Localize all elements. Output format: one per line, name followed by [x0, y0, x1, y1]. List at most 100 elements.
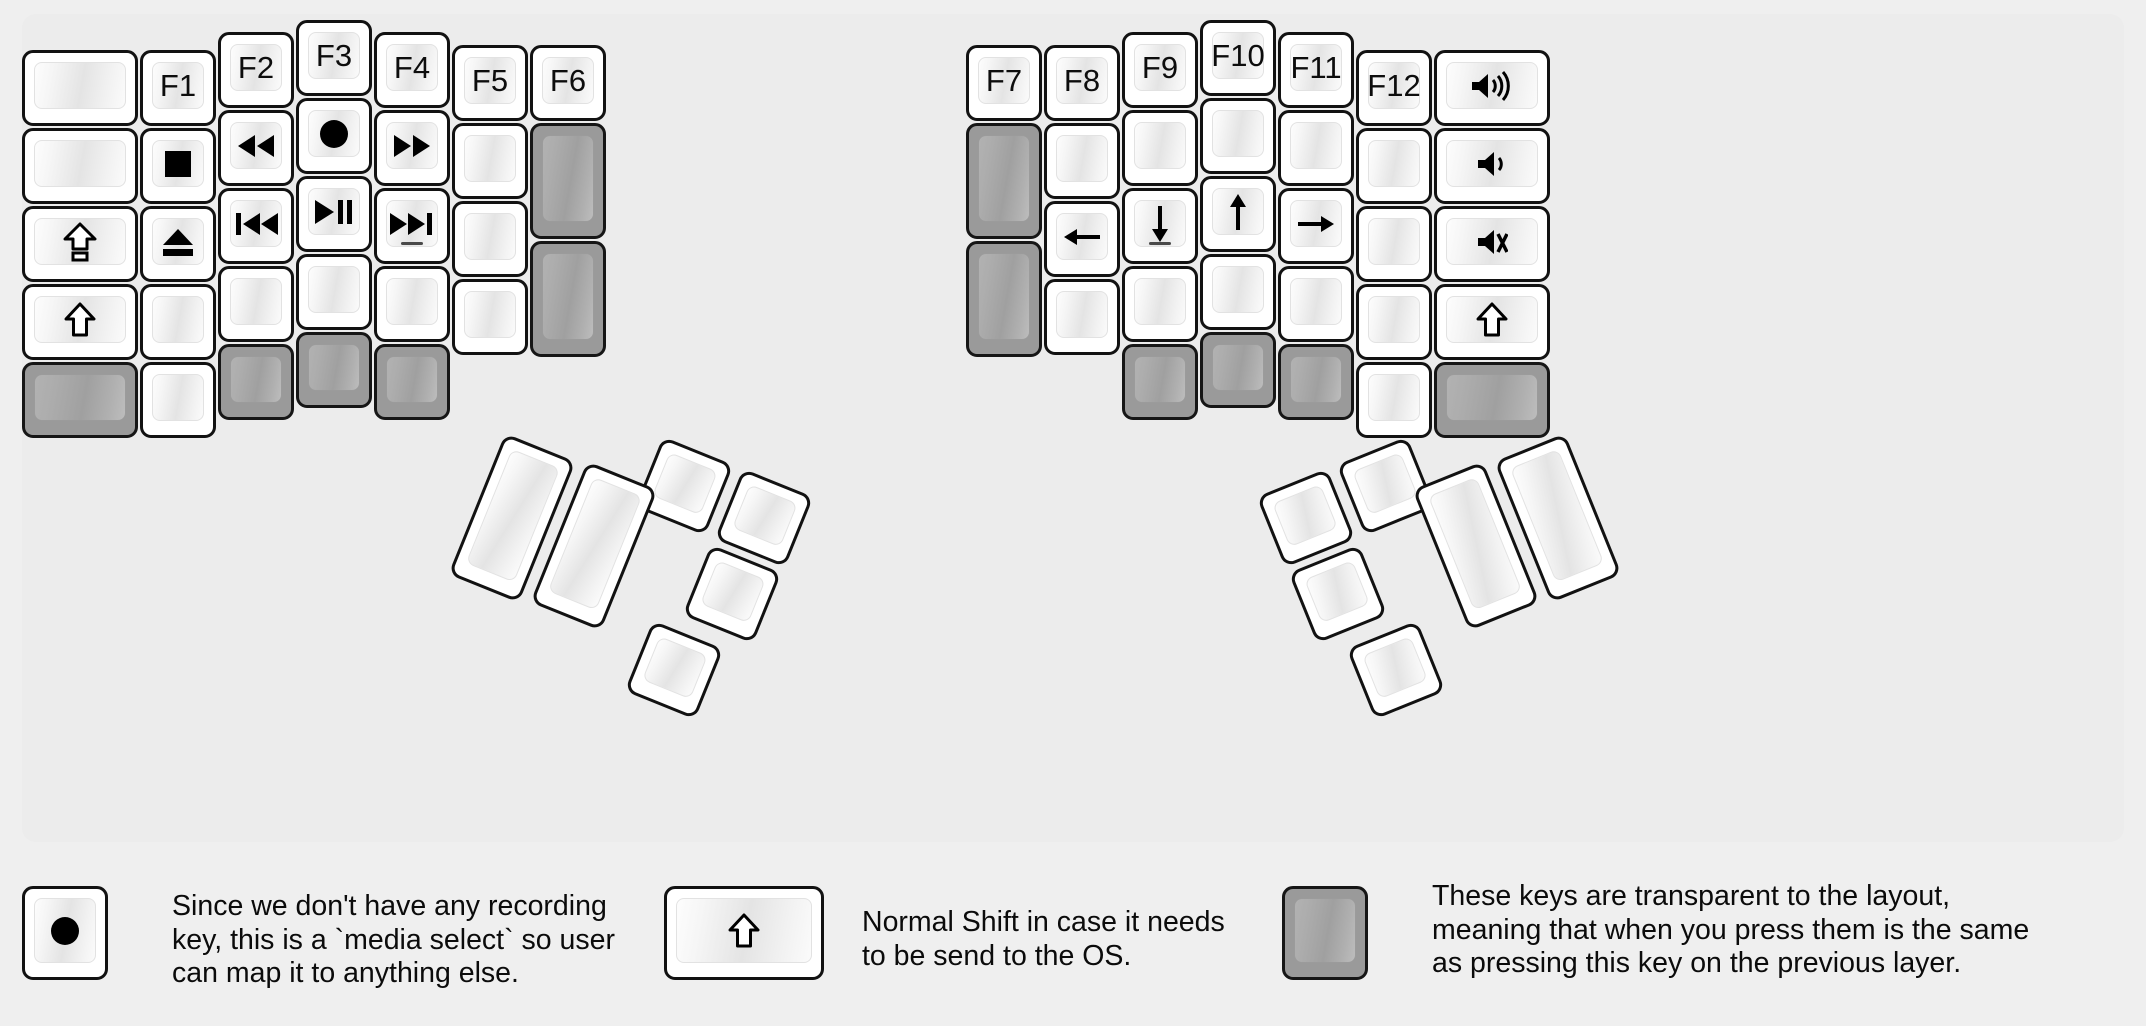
right-pinky-key-0[interactable]: F12	[1356, 50, 1432, 126]
right-pinky-outer-key-2[interactable]	[1434, 206, 1550, 282]
key-cap: F2	[230, 44, 282, 91]
left-index-key-0[interactable]: F4	[374, 32, 450, 108]
right-index-inner-key-0[interactable]: F8	[1044, 45, 1120, 121]
key-cap	[1056, 291, 1108, 338]
key-cap	[1212, 266, 1264, 313]
right-index-key-2[interactable]	[1122, 188, 1198, 264]
left-ring-key-4[interactable]	[218, 344, 294, 420]
key-cap	[542, 253, 594, 340]
left-inner-key-1[interactable]	[530, 123, 606, 239]
right-ring-key-0[interactable]: F11	[1278, 32, 1354, 108]
left-inner-key-0[interactable]: F6	[530, 45, 606, 121]
legend-text-2: These keys are transparent to the layout…	[1432, 880, 2030, 980]
left-pinky-key-4[interactable]	[140, 362, 216, 438]
right-pinky-outer-key-0[interactable]	[1434, 50, 1550, 126]
key-cap	[230, 200, 282, 247]
left-pinky-outer-key-4[interactable]	[22, 362, 138, 438]
left-ring-key-1[interactable]	[218, 110, 294, 186]
left-ring-key-0[interactable]: F2	[218, 32, 294, 108]
left-pinky-key-2[interactable]	[140, 206, 216, 282]
left-index-key-4[interactable]	[374, 344, 450, 420]
right-index-inner-key-2[interactable]	[1044, 201, 1120, 277]
key-cap	[152, 296, 204, 343]
right-pinky-key-3[interactable]	[1356, 284, 1432, 360]
left-index-key-2[interactable]	[374, 188, 450, 264]
right-ring-key-2[interactable]	[1278, 188, 1354, 264]
key-cap	[464, 213, 516, 260]
key-cap	[542, 135, 594, 222]
left-index-key-1[interactable]	[374, 110, 450, 186]
key-cap	[642, 636, 708, 700]
media-fast-forward-icon	[392, 133, 432, 159]
key-cap	[1212, 110, 1264, 157]
left-index-key-3[interactable]	[374, 266, 450, 342]
right-pinky-outer-key-1[interactable]	[1434, 128, 1550, 204]
right-middle-key-3[interactable]	[1200, 254, 1276, 330]
key-cap: F6	[542, 57, 594, 104]
key-cap	[1362, 636, 1428, 700]
key-cap	[1056, 213, 1108, 260]
right-middle-key-0[interactable]: F10	[1200, 20, 1276, 96]
left-index-inner-key-0[interactable]: F5	[452, 45, 528, 121]
media-record-icon	[49, 915, 81, 947]
key-cap	[1446, 218, 1538, 265]
right-ring-key-3[interactable]	[1278, 266, 1354, 342]
left-middle-key-1[interactable]	[296, 98, 372, 174]
right-middle-key-1[interactable]	[1200, 98, 1276, 174]
left-pinky-key-1[interactable]	[140, 128, 216, 204]
right-index-key-1[interactable]	[1122, 110, 1198, 186]
left-pinky-outer-key-0[interactable]	[22, 50, 138, 126]
left-index-inner-key-3[interactable]	[452, 279, 528, 355]
key-cap	[1290, 278, 1342, 325]
right-ring-key-4[interactable]	[1278, 344, 1354, 420]
left-pinky-outer-key-3[interactable]	[22, 284, 138, 360]
right-inner-key-2[interactable]	[966, 241, 1042, 357]
key-label: F5	[471, 63, 509, 98]
key-cap	[1368, 218, 1420, 265]
key-cap: F1	[152, 62, 204, 109]
right-pinky-outer-key-3[interactable]	[1434, 284, 1550, 360]
right-pinky-key-4[interactable]	[1356, 362, 1432, 438]
left-pinky-key-3[interactable]	[140, 284, 216, 360]
right-index-inner-key-1[interactable]	[1044, 123, 1120, 199]
volume-down-icon	[1476, 149, 1508, 179]
left-index-inner-key-2[interactable]	[452, 201, 528, 277]
left-inner-key-2[interactable]	[530, 241, 606, 357]
media-prev-track-icon	[234, 211, 278, 237]
right-middle-key-2[interactable]	[1200, 176, 1276, 252]
right-index-key-3[interactable]	[1122, 266, 1198, 342]
key-cap	[152, 140, 204, 187]
right-middle-key-4[interactable]	[1200, 332, 1276, 408]
key-cap	[1290, 122, 1342, 169]
right-pinky-outer-key-4[interactable]	[1434, 362, 1550, 438]
right-inner-key-1[interactable]	[966, 123, 1042, 239]
key-cap	[1446, 140, 1538, 187]
right-index-inner-key-3[interactable]	[1044, 279, 1120, 355]
key-label: F10	[1211, 38, 1265, 73]
right-index-key-4[interactable]	[1122, 344, 1198, 420]
key-cap: F12	[1367, 62, 1421, 109]
left-pinky-outer-key-2[interactable]	[22, 206, 138, 282]
right-ring-key-1[interactable]	[1278, 110, 1354, 186]
key-cap	[34, 296, 126, 343]
right-inner-key-0[interactable]: F7	[966, 45, 1042, 121]
left-pinky-outer-key-1[interactable]	[22, 128, 138, 204]
right-pinky-key-1[interactable]	[1356, 128, 1432, 204]
left-middle-key-3[interactable]	[296, 254, 372, 330]
left-middle-key-0[interactable]: F3	[296, 20, 372, 96]
key-cap	[386, 278, 438, 325]
media-play-pause-icon	[313, 198, 355, 226]
left-ring-key-2[interactable]	[218, 188, 294, 264]
left-middle-key-2[interactable]	[296, 176, 372, 252]
left-pinky-key-0[interactable]: F1	[140, 50, 216, 126]
key-cap	[1212, 344, 1264, 391]
left-ring-key-3[interactable]	[218, 266, 294, 342]
key-cap	[1294, 898, 1356, 963]
caps-lock-icon	[63, 222, 97, 262]
right-index-key-0[interactable]: F9	[1122, 32, 1198, 108]
left-index-inner-key-1[interactable]	[452, 123, 528, 199]
right-pinky-key-2[interactable]	[1356, 206, 1432, 282]
legend: Since we don't have any recording key, t…	[0, 872, 2146, 1026]
key-cap	[386, 122, 438, 169]
left-middle-key-4[interactable]	[296, 332, 372, 408]
